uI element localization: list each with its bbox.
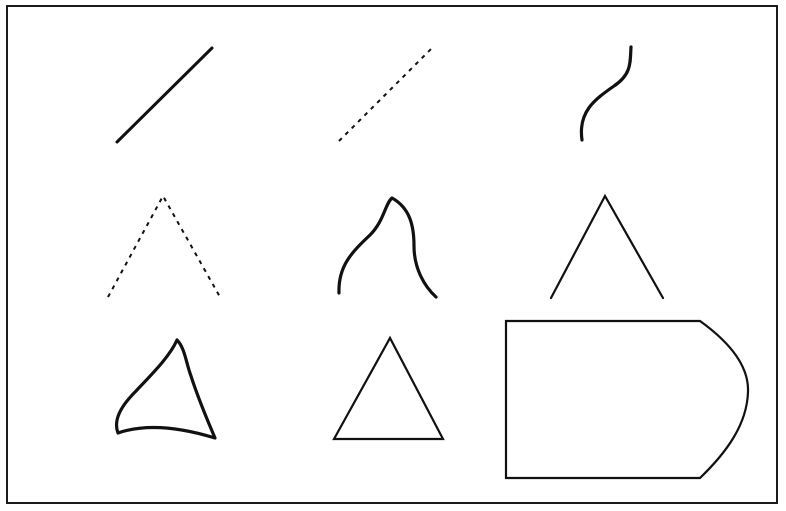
straight-line-segment [115,46,214,144]
curved-line-segment [579,45,633,142]
solid-angle [549,193,665,300]
curved-open-shape [337,196,438,299]
pentagon-with-curved-side [504,319,750,480]
triangle [332,335,445,441]
dashed-angle [107,193,221,298]
curved-triangle [114,338,217,440]
dashed-line-segment [338,47,433,142]
